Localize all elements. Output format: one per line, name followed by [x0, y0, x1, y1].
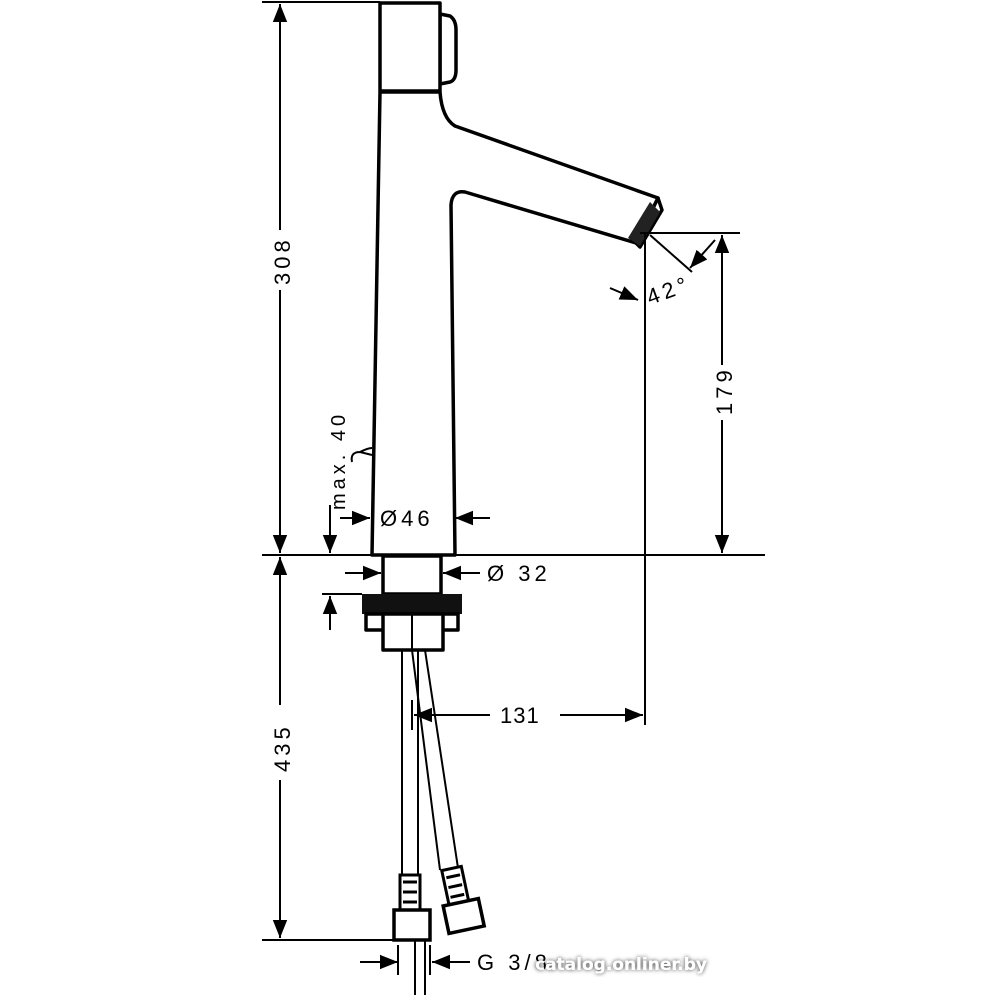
mounting-assembly [362, 554, 462, 652]
watermark: catalog.onliner.by [535, 955, 707, 975]
body-diameter-label: Ø46 [380, 506, 434, 531]
faucet-body [350, 1, 664, 557]
max-deck-thickness-label: max. 40 [328, 411, 350, 510]
pop-up-lever [350, 447, 373, 463]
spout-reach-label: 131 [500, 703, 540, 728]
hose-length-label: 435 [270, 723, 295, 772]
total-height-label: 308 [270, 236, 295, 285]
dimension-lines [262, 1, 765, 975]
connection-thread-label: G 3/8 [477, 950, 551, 975]
supply-hoses [392, 649, 487, 995]
spout-height-label: 179 [712, 366, 737, 415]
shank-diameter-label: Ø 32 [487, 561, 551, 586]
spray-angle-label: 42° [643, 271, 694, 310]
